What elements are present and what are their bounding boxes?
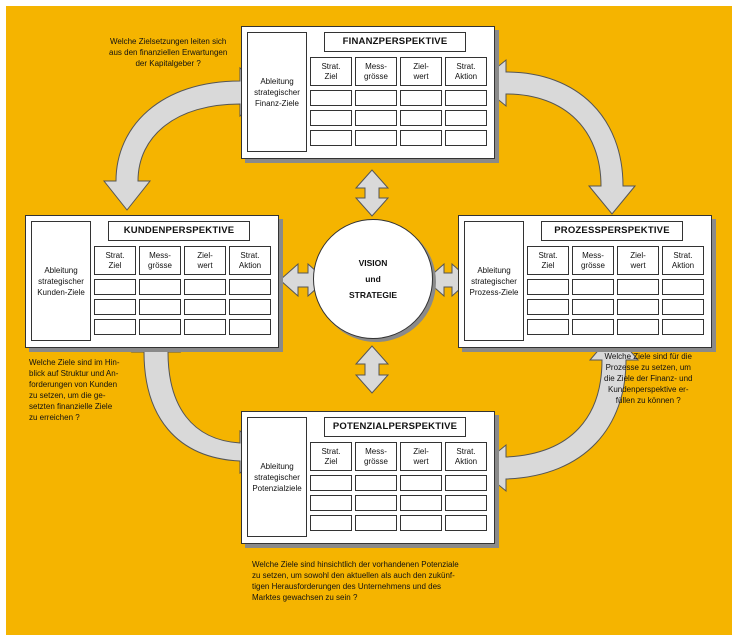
title-finanz: FINANZPERSPEKTIVE bbox=[324, 32, 466, 52]
table-cell-prozess bbox=[572, 299, 614, 315]
question-potenzial: Welche Ziele sind hinsichtlich der vorha… bbox=[252, 560, 459, 602]
side-label-finanz: Ableitung strategischer Finanz-Ziele bbox=[247, 32, 307, 152]
vision-strategy-circle: VISION und STRATEGIE bbox=[313, 219, 433, 339]
column-header-potenzial-0: Strat. Ziel bbox=[310, 442, 352, 471]
table-cell-prozess bbox=[617, 299, 659, 315]
arrow-kunden-potenzial bbox=[130, 325, 269, 474]
table-cell-potenzial bbox=[355, 495, 397, 511]
table-cell-prozess bbox=[572, 279, 614, 295]
arrow-finanz-vision bbox=[354, 169, 390, 217]
table-cell-finanz bbox=[445, 130, 487, 146]
table-cell-finanz bbox=[400, 130, 442, 146]
card-prozess: Ableitung strategischer Prozess-Ziele PRO… bbox=[458, 215, 712, 348]
table-cell-kunden bbox=[229, 319, 271, 335]
table-cell-prozess bbox=[662, 279, 704, 295]
column-header-kunden-1: Mess- grösse bbox=[139, 246, 181, 275]
table-cell-kunden bbox=[184, 299, 226, 315]
card-kunden: Ableitung strategischer Kunden-Ziele KUND… bbox=[25, 215, 279, 348]
und-label: und bbox=[365, 274, 381, 284]
table-cell-prozess bbox=[527, 279, 569, 295]
table-cell-potenzial bbox=[445, 495, 487, 511]
column-header-finanz-1: Mess- grösse bbox=[355, 57, 397, 86]
column-header-potenzial-1: Mess- grösse bbox=[355, 442, 397, 471]
table-cell-finanz bbox=[445, 110, 487, 126]
table-cell-prozess bbox=[617, 319, 659, 335]
column-header-prozess-1: Mess- grösse bbox=[572, 246, 614, 275]
table-cell-kunden bbox=[94, 299, 136, 315]
column-header-kunden-3: Strat. Aktion bbox=[229, 246, 271, 275]
table-cell-kunden bbox=[229, 279, 271, 295]
title-kunden: KUNDENPERSPEKTIVE bbox=[108, 221, 250, 241]
column-header-potenzial-2: Ziel- wert bbox=[400, 442, 442, 471]
table-cell-finanz bbox=[400, 90, 442, 106]
table-cell-finanz bbox=[310, 90, 352, 106]
question-prozess: Welche Ziele sind für die Prozesse zu se… bbox=[604, 352, 693, 405]
arrow-vision-potenzial bbox=[354, 345, 390, 394]
table-cell-finanz bbox=[400, 110, 442, 126]
side-label-potenzial: Ableitung strategischer Potenzialziele bbox=[247, 417, 307, 537]
table-cell-finanz bbox=[445, 90, 487, 106]
column-header-potenzial-3: Strat. Aktion bbox=[445, 442, 487, 471]
arrow-finanz-kunden bbox=[102, 66, 269, 211]
table-cell-kunden bbox=[94, 279, 136, 295]
column-header-prozess-3: Strat. Aktion bbox=[662, 246, 704, 275]
table-cell-prozess bbox=[617, 279, 659, 295]
table-cell-potenzial bbox=[400, 495, 442, 511]
table-cell-potenzial bbox=[400, 475, 442, 491]
table-cell-potenzial bbox=[400, 515, 442, 531]
column-header-finanz-3: Strat. Aktion bbox=[445, 57, 487, 86]
column-header-kunden-2: Ziel- wert bbox=[184, 246, 226, 275]
table-cell-prozess bbox=[527, 319, 569, 335]
table-cell-potenzial bbox=[445, 515, 487, 531]
table-cell-potenzial bbox=[310, 475, 352, 491]
table-cell-prozess bbox=[662, 319, 704, 335]
table-cell-finanz bbox=[310, 110, 352, 126]
diagram-canvas: Ableitung strategischer Finanz-Ziele FINA… bbox=[6, 6, 732, 635]
table-cell-potenzial bbox=[445, 475, 487, 491]
table-cell-prozess bbox=[662, 299, 704, 315]
vision-label: VISION bbox=[358, 258, 388, 268]
table-cell-potenzial bbox=[310, 495, 352, 511]
table-cell-kunden bbox=[139, 299, 181, 315]
table-cell-kunden bbox=[229, 299, 271, 315]
table-cell-potenzial bbox=[355, 475, 397, 491]
title-prozess: PROZESSPERSPEKTIVE bbox=[541, 221, 683, 241]
table-cell-finanz bbox=[355, 130, 397, 146]
table-cell-finanz bbox=[310, 130, 352, 146]
table-cell-kunden bbox=[184, 319, 226, 335]
table-cell-prozess bbox=[527, 299, 569, 315]
question-finanz: Welche Zielsetzungen leiten sich aus den… bbox=[109, 37, 228, 68]
column-header-finanz-2: Ziel- wert bbox=[400, 57, 442, 86]
table-cell-kunden bbox=[94, 319, 136, 335]
question-kunden: Welche Ziele sind im Hin- blick auf Stru… bbox=[29, 358, 120, 422]
table-cell-prozess bbox=[572, 319, 614, 335]
column-header-finanz-0: Strat. Ziel bbox=[310, 57, 352, 86]
side-label-prozess: Ableitung strategischer Prozess-Ziele bbox=[464, 221, 524, 341]
strategy-label: STRATEGIE bbox=[348, 290, 397, 300]
column-header-prozess-0: Strat. Ziel bbox=[527, 246, 569, 275]
arrow-finanz-prozess bbox=[477, 58, 637, 215]
table-cell-finanz bbox=[355, 90, 397, 106]
table-cell-kunden bbox=[139, 279, 181, 295]
table-cell-finanz bbox=[355, 110, 397, 126]
table-cell-kunden bbox=[139, 319, 181, 335]
side-label-kunden: Ableitung strategischer Kunden-Ziele bbox=[31, 221, 91, 341]
table-cell-potenzial bbox=[355, 515, 397, 531]
card-potenzial: Ableitung strategischer Potenzialziele PO… bbox=[241, 411, 495, 544]
column-header-kunden-0: Strat. Ziel bbox=[94, 246, 136, 275]
card-finanz: Ableitung strategischer Finanz-Ziele FINA… bbox=[241, 26, 495, 159]
column-header-prozess-2: Ziel- wert bbox=[617, 246, 659, 275]
title-potenzial: POTENZIALPERSPEKTIVE bbox=[324, 417, 466, 437]
table-cell-potenzial bbox=[310, 515, 352, 531]
table-cell-kunden bbox=[184, 279, 226, 295]
